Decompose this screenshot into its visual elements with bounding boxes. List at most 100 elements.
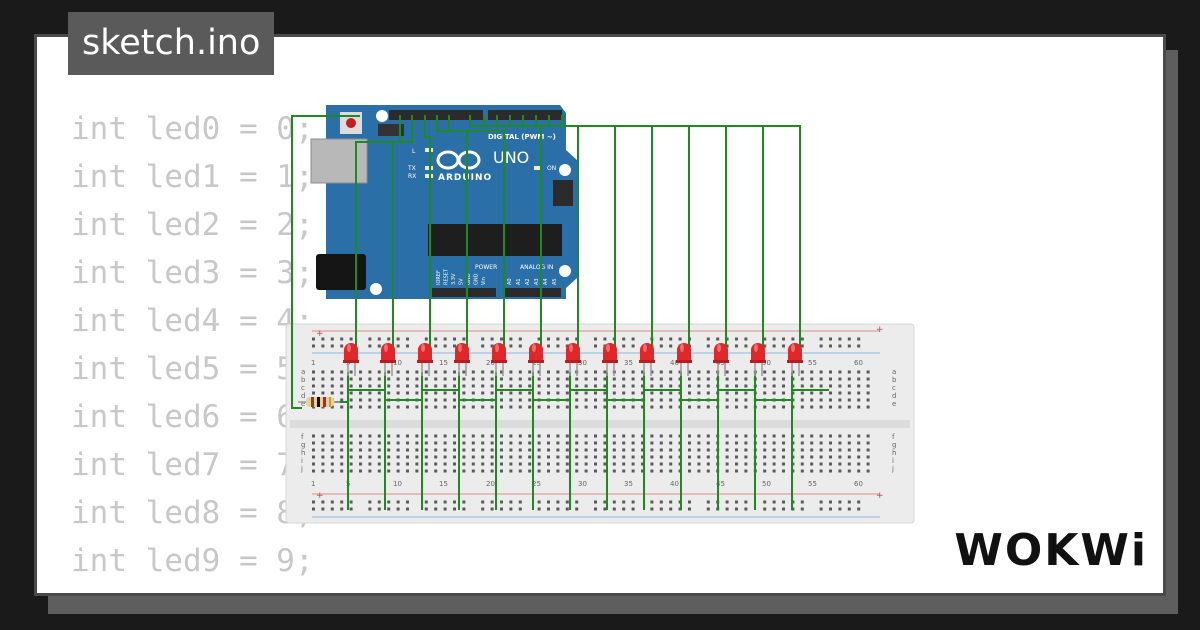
mount-hole: [376, 110, 388, 122]
column-number: 55: [808, 480, 817, 488]
led[interactable]: [491, 343, 507, 376]
row-letter: g: [892, 441, 896, 449]
signal-wire: [548, 115, 764, 350]
led[interactable]: [454, 343, 470, 376]
signal-wire: [448, 115, 505, 350]
led[interactable]: [787, 343, 803, 376]
row-letter: i: [301, 457, 303, 465]
column-number: 15: [439, 480, 448, 488]
row-letter: d: [892, 392, 896, 400]
mount-hole: [370, 283, 382, 295]
power-header: [432, 288, 496, 297]
row-letter: h: [892, 449, 896, 457]
column-number: 10: [393, 480, 402, 488]
led[interactable]: [713, 343, 729, 376]
led-row: [343, 343, 803, 376]
mount-hole: [559, 164, 571, 176]
row-letter: a: [301, 368, 305, 376]
brand-label: ARDUINO: [438, 173, 492, 183]
power-pin-label: GND: [474, 273, 480, 285]
led[interactable]: [343, 343, 359, 376]
column-number: 45: [716, 480, 725, 488]
model-label: UNO: [493, 148, 529, 167]
arduino-uno-board: DIGITAL (PWM ~) UNO ARDUINO L TX RX ON P…: [310, 105, 577, 299]
breadboard: + + + + 11551010151520202525303035354040…: [285, 323, 915, 524]
analog-label: ANALOG IN: [520, 264, 553, 271]
plus-label-top-right: +: [876, 325, 884, 335]
column-number: 40: [670, 359, 679, 367]
preview-card: int led0 = 0; int led1 = 1; int led2 = 2; i…: [34, 34, 1166, 596]
row-letter: j: [891, 465, 894, 473]
row-letter: h: [301, 449, 305, 457]
column-number: 50: [762, 359, 771, 367]
column-number: 30: [578, 359, 587, 367]
row-letter: c: [301, 384, 305, 392]
column-number: 1: [311, 359, 315, 367]
digital-header-right: [488, 110, 562, 120]
row-letter: j: [300, 465, 303, 473]
on-label: ON: [547, 165, 556, 172]
ground-wire: [291, 115, 360, 409]
led[interactable]: [602, 343, 618, 376]
column-number: 15: [439, 359, 448, 367]
row-letter: a: [892, 368, 896, 376]
led[interactable]: [528, 343, 544, 376]
sketch-filename-tab: sketch.ino: [68, 12, 275, 75]
led[interactable]: [639, 343, 655, 376]
column-number: 1: [311, 480, 315, 488]
column-number: 55: [808, 359, 817, 367]
code-line: int led0 = 0;: [71, 111, 314, 147]
row-letter: c: [892, 384, 896, 392]
digital-label: DIGITAL (PWM ~): [488, 133, 556, 141]
signal-wire: [424, 115, 431, 350]
power-pin-label: RESET: [444, 268, 450, 285]
led[interactable]: [750, 343, 766, 376]
code-background: int led0 = 0; int led1 = 1; int led2 = 2; i…: [71, 105, 351, 593]
mount-hole: [559, 265, 571, 277]
analog-header: [505, 288, 561, 297]
resistor: [298, 397, 340, 407]
code-line: int led10 = 10;: [71, 585, 351, 593]
row-letter: d: [301, 392, 305, 400]
analog-pin-label: A3: [534, 278, 540, 285]
column-number: 30: [578, 480, 587, 488]
rx-label: RX: [408, 173, 416, 180]
arduino-logo-icon: [436, 150, 481, 170]
plus-label-bottom: +: [316, 491, 324, 501]
signal-wire: [561, 115, 801, 350]
led[interactable]: [676, 343, 692, 376]
column-number: 35: [624, 359, 633, 367]
analog-pin-label: A4: [543, 278, 549, 285]
power-pin-label: GND: [466, 273, 472, 285]
wires: [291, 115, 829, 510]
row-letter: b: [892, 376, 897, 384]
column-number: 35: [624, 480, 633, 488]
column-number: 25: [532, 480, 541, 488]
power-label: POWER: [475, 264, 497, 271]
row-letter: f: [892, 433, 895, 441]
code-line: int led1 = 1;: [71, 159, 314, 195]
row-letter: e: [892, 400, 896, 408]
row-letter: i: [892, 457, 894, 465]
column-number: 20: [486, 480, 495, 488]
reset-button-cap: [346, 118, 356, 128]
l-led-label: L: [412, 148, 416, 155]
power-pin-label: IOREF: [436, 270, 442, 285]
icsp-header: [553, 180, 573, 206]
plus-label-bottom-right: +: [876, 491, 884, 501]
led[interactable]: [380, 343, 396, 376]
led[interactable]: [565, 343, 581, 376]
code-line: int led9 = 9;: [71, 543, 314, 579]
led[interactable]: [417, 343, 433, 376]
tx-label: TX: [407, 165, 416, 172]
analog-pin-label: A5: [552, 278, 558, 285]
code-line: int led2 = 2;: [71, 207, 314, 243]
row-letter: f: [301, 433, 304, 441]
atmega-chip: [428, 224, 562, 256]
row-letter: g: [301, 441, 305, 449]
column-number: 50: [762, 480, 771, 488]
usb-port: [310, 138, 368, 184]
row-letter: b: [301, 376, 306, 384]
analog-pin-label: A1: [516, 278, 522, 285]
